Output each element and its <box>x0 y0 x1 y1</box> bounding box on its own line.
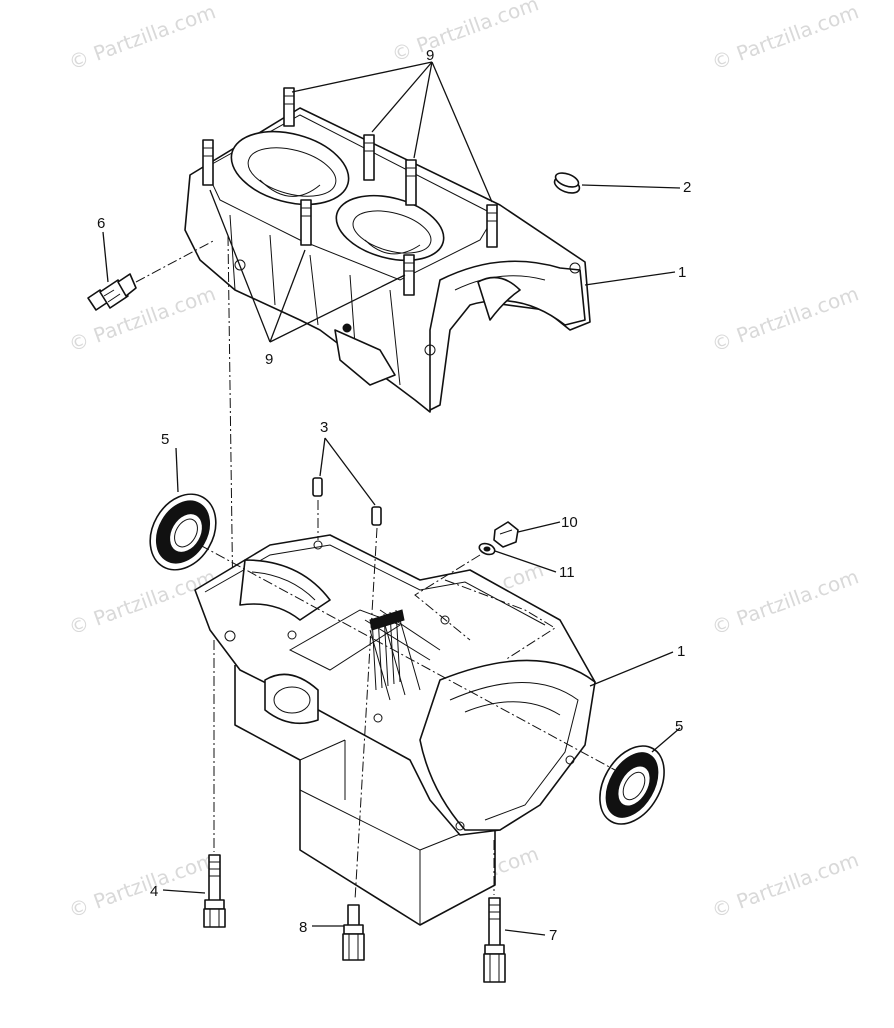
watermark: © Partzilla.com <box>709 564 862 639</box>
watermark: © Partzilla.com <box>709 281 862 356</box>
oil-seal-left <box>149 493 217 571</box>
watermark: © Partzilla.com <box>66 564 219 639</box>
screw-item-10 <box>493 521 519 548</box>
fitting-item-6 <box>87 273 137 311</box>
upper-leaders <box>102 61 681 611</box>
callout-6: 6 <box>97 215 105 232</box>
callout-10: 10 <box>561 514 578 531</box>
callout-9-bottom: 9 <box>265 351 273 368</box>
watermark: © Partzilla.com <box>66 281 219 356</box>
bolt-item-7 <box>483 897 506 983</box>
watermark: © Partzilla.com <box>66 0 219 75</box>
oil-seal-right <box>599 745 665 825</box>
washer-item-11 <box>478 542 496 556</box>
callout-11: 11 <box>559 564 575 581</box>
watermark: © Partzilla.com <box>66 847 219 922</box>
bolt-item-4 <box>203 854 226 928</box>
callout-9-top: 9 <box>426 47 434 64</box>
watermark: © Partzilla.com <box>389 0 542 67</box>
bolt-item-8 <box>342 904 365 961</box>
callout-7: 7 <box>549 927 557 944</box>
callout-3: 3 <box>320 419 328 436</box>
callout-5-left: 5 <box>161 431 169 448</box>
lower-crankcase <box>194 534 596 926</box>
watermark: © Partzilla.com <box>709 0 862 75</box>
plug-item-2 <box>553 172 581 194</box>
studs-upper <box>202 87 498 296</box>
callout-1-upper: 1 <box>678 264 686 281</box>
dowels-item-3 <box>312 477 382 526</box>
callout-5-right: 5 <box>675 718 683 735</box>
callout-4: 4 <box>150 883 158 900</box>
callout-8: 8 <box>299 919 307 936</box>
callout-2: 2 <box>683 179 691 196</box>
watermark: © Partzilla.com <box>709 847 862 922</box>
callout-labels: 9 9 2 1 6 3 5 10 11 1 5 4 8 7 <box>97 47 691 944</box>
lower-leaders <box>162 437 681 936</box>
callout-1-lower: 1 <box>677 643 685 660</box>
upper-crankcase <box>184 107 591 413</box>
